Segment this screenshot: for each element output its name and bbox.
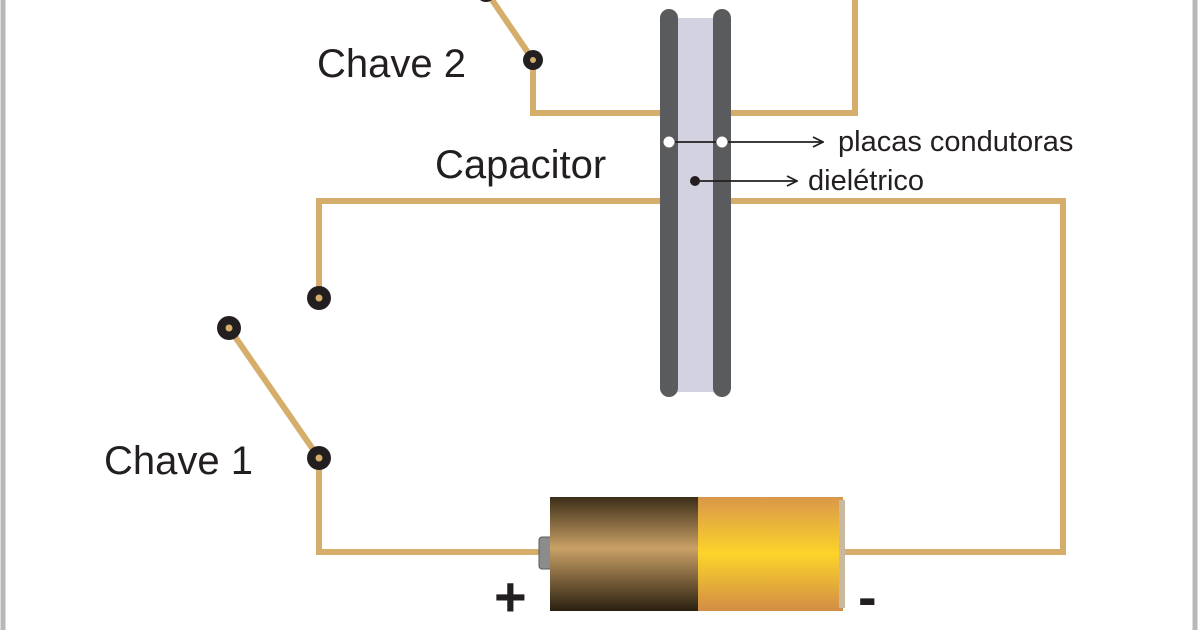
switch2-label: Chave 2 [317,42,466,86]
battery-gold-section [698,497,843,611]
switch2-terminals [480,0,543,70]
battery-minus-sign: - [858,565,877,628]
capacitor-label: Capacitor [435,143,606,187]
dielectric-layer [676,18,718,392]
battery [538,497,845,611]
right-plate-marker-dot [716,136,728,148]
switch1-terminals [217,286,331,470]
dielectric-label: dielétrico [808,165,924,197]
wire-battery-to-right-plate [730,198,1066,555]
switch2-lever-end [480,0,492,2]
capacitor [660,9,731,397]
battery-negative-cap [839,500,845,608]
left-plate-marker-dot [663,136,675,148]
plates-pointer [663,136,824,148]
wire-switch1-to-battery [316,458,550,555]
battery-plus-sign: + [494,565,527,628]
wire-right-plate-to-top [730,0,858,116]
battery-dark-section [550,497,698,611]
switch2-lever [488,0,536,62]
switch1-label: Chave 1 [104,439,253,483]
wire-left-plate-to-switch1-contact [316,198,664,298]
wire-switch2-to-left-plate [530,60,664,116]
dielectric-pointer [690,176,797,186]
plates-label: placas condutoras [838,126,1073,158]
wires [226,0,1066,555]
switch1-lever [226,326,322,460]
